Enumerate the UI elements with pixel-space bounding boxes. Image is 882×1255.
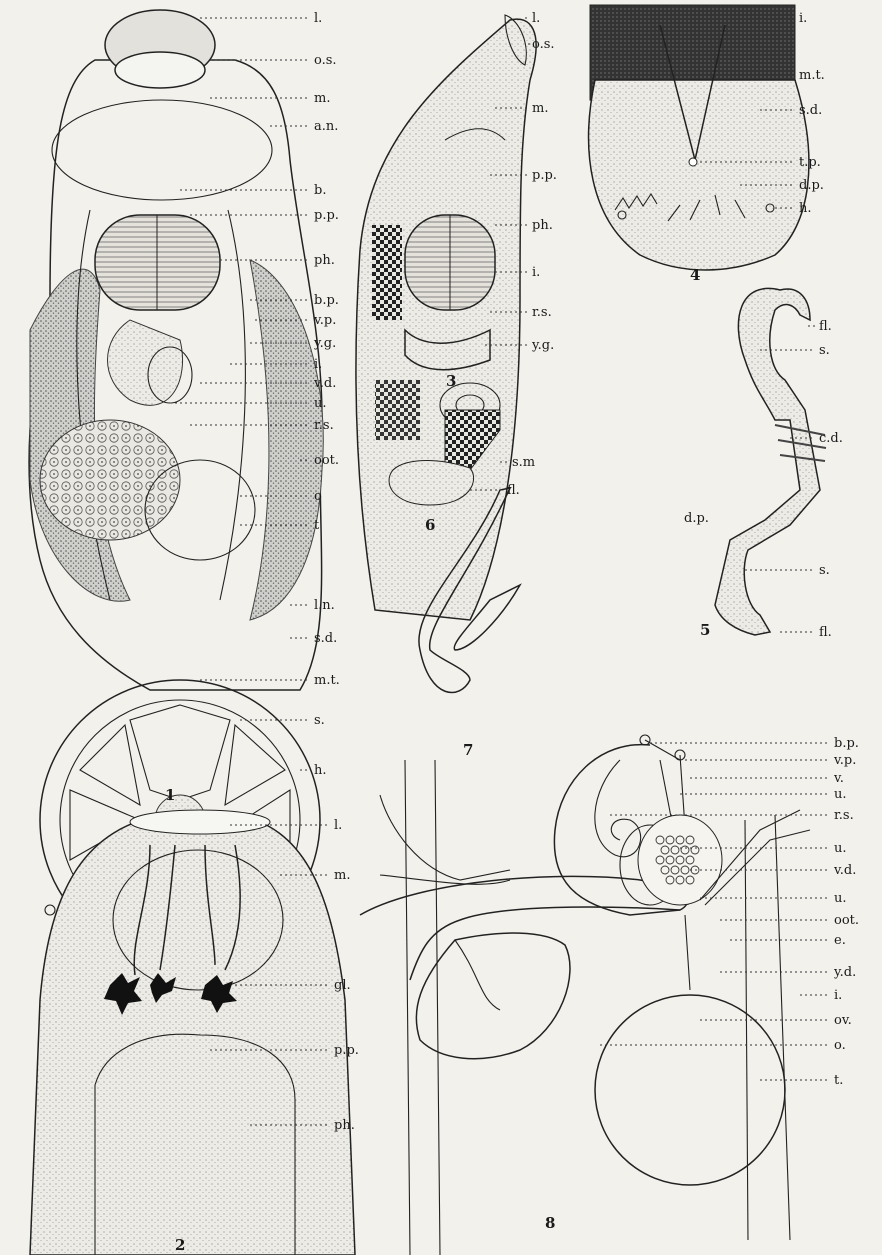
fig4-label-i: i. <box>799 11 807 26</box>
fig1-label-vd: v.d. <box>313 376 336 391</box>
fig4-label-dp: d.p. <box>799 178 824 193</box>
fig1-label-m: m. <box>314 91 330 106</box>
fig2-label-l: l. <box>334 818 342 833</box>
fig1-label-vp: v.p. <box>313 313 336 328</box>
fig8-label-o: o. <box>834 1038 846 1053</box>
fig4-label-sd: s.d. <box>799 103 822 118</box>
fig8-label-u-3: u. <box>834 891 847 906</box>
fig1-label-i: i. <box>314 357 322 372</box>
figure-8-labels: b.p. v.p. v. u. r.s. u. v.d. u. oot. e. … <box>545 736 859 1232</box>
fig4-label-h: h. <box>799 201 812 216</box>
fig1-label-b: b. <box>314 183 326 198</box>
figure-7-number: 7 <box>463 741 473 759</box>
fig8-label-e: e. <box>834 933 846 948</box>
fig1-label-t: t <box>314 518 320 533</box>
fig3-label-m: m. <box>532 101 548 116</box>
fig8-label-i: i. <box>834 988 842 1003</box>
fig5-label-dp: d.p. <box>684 511 709 526</box>
fig8-label-ov: ov. <box>834 1013 852 1028</box>
fig5-label-s-top: s. <box>819 343 830 358</box>
figure-2-drawing <box>30 810 355 1255</box>
fig1-label-ph: ph. <box>314 253 335 268</box>
figure-4-drawing <box>589 5 809 270</box>
fig5-label-fl-bottom: fl. <box>819 625 832 640</box>
fig1-label-h: h. <box>314 763 327 778</box>
fig1-label-u: u. <box>314 396 327 411</box>
figure-1-labels: l. o.s. m. a.n. b. p.p. ph. b.p. v.p. y.… <box>165 11 340 804</box>
fig8-label-oot: oot. <box>834 913 859 928</box>
figure-8-drawing <box>360 735 810 1255</box>
fig2-label-ph: ph. <box>334 1118 355 1133</box>
fig8-label-u-2: u. <box>834 841 847 856</box>
fig1-label-pp: p.p. <box>314 208 339 223</box>
fig1-label-rs: r.s. <box>314 418 334 433</box>
figure-3-drawing <box>356 15 536 620</box>
figure-8-number: 8 <box>545 1214 555 1232</box>
fig1-label-ln: l.n. <box>314 598 335 613</box>
figure-7-labels: 7 <box>463 741 473 759</box>
fig6-label-sm: s.m <box>512 455 535 470</box>
fig3-label-yg: y.g. <box>531 338 554 353</box>
fig1-label-s: s. <box>314 713 325 728</box>
figure-1-number: 1 <box>165 786 175 804</box>
fig1-label-oot: oot. <box>314 453 339 468</box>
figure-2-number: 2 <box>175 1236 185 1254</box>
fig6-label-fl: fl. <box>507 483 520 498</box>
fig3-label-rs: r.s. <box>532 305 552 320</box>
fig8-label-v: v. <box>833 771 844 786</box>
figure-3-number: 3 <box>446 372 456 390</box>
fig3-label-pp: p.p. <box>532 168 557 183</box>
fig2-label-gl: gl. <box>334 978 351 993</box>
fig3-label-l: l. <box>532 11 540 26</box>
fig2-label-m: m. <box>334 868 350 883</box>
fig8-label-yd: y.d. <box>833 965 856 980</box>
fig3-label-os: o.s. <box>532 37 555 52</box>
fig8-label-u-1: u. <box>834 787 847 802</box>
fig8-label-vp: v.p. <box>833 753 856 768</box>
fig1-label-mt: m.t. <box>314 673 340 688</box>
fig5-label-fl-top: fl. <box>819 319 832 334</box>
fig1-label-an: a.n. <box>314 119 338 134</box>
figure-6-number: 6 <box>425 516 435 534</box>
fig5-label-s-bottom: s. <box>819 563 830 578</box>
fig1-label-sd: s.d. <box>314 631 337 646</box>
fig1-label-os: o.s. <box>314 53 337 68</box>
fig5-label-cd: c.d. <box>819 431 843 446</box>
fig4-label-tp: t.p. <box>799 155 821 170</box>
fig1-label-yg: y.g. <box>313 336 336 351</box>
figure-5-number: 5 <box>700 621 710 639</box>
fig8-label-t: t. <box>834 1073 843 1088</box>
fig8-label-rs: r.s. <box>834 808 854 823</box>
figure-4-number: 4 <box>690 266 700 284</box>
fig3-label-i: i. <box>532 265 540 280</box>
fig3-label-ph: ph. <box>532 218 553 233</box>
fig1-label-bp: b.p. <box>314 293 339 308</box>
fig8-label-vd: v.d. <box>833 863 856 878</box>
fig1-label-o: o <box>314 489 322 504</box>
fig2-label-pp: p.p. <box>334 1043 359 1058</box>
figure-5-drawing <box>715 288 826 635</box>
fig4-label-mt: m.t. <box>799 68 825 83</box>
fig1-label-l: l. <box>314 11 322 26</box>
fig8-label-bp: b.p. <box>834 736 859 751</box>
